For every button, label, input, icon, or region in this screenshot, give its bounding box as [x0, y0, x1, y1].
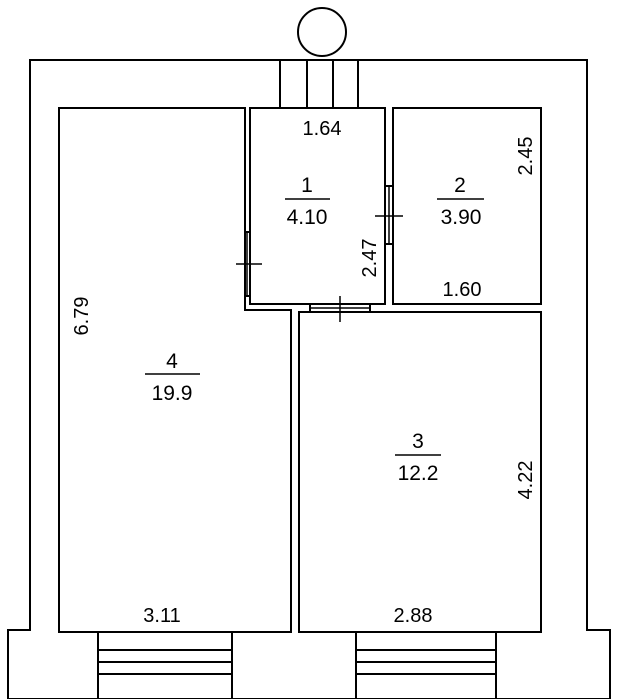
room-4-area: 19.9 [152, 382, 193, 405]
window-left [97, 631, 233, 699]
room-3-number: 3 [412, 430, 424, 453]
door-room1-room3 [309, 296, 371, 322]
room-1-height: 2.47 [359, 239, 381, 278]
room-4-number: 4 [166, 350, 178, 373]
room-1-width: 1.64 [303, 118, 342, 140]
room-2-area: 3.90 [441, 206, 482, 229]
room-3-height: 4.22 [515, 461, 537, 500]
room-1 [249, 107, 386, 305]
room-2-height: 2.45 [515, 137, 537, 176]
door-room1-room2 [375, 185, 403, 245]
window-right [355, 631, 497, 699]
room-1-area: 4.10 [287, 206, 328, 229]
room-3 [298, 311, 542, 633]
room-3-area: 12.2 [398, 462, 439, 485]
room-3-width: 2.88 [394, 605, 433, 627]
room-4-width: 3.11 [143, 605, 180, 627]
room-2 [392, 107, 542, 305]
room-4-height: 6.79 [71, 297, 93, 336]
ventilation-shaft-icon [297, 7, 347, 57]
room-2-width: 1.60 [443, 279, 482, 301]
room-1-number: 1 [301, 174, 313, 197]
room-2-number: 2 [454, 174, 466, 197]
door-room1-room4 [236, 231, 262, 297]
room-4 [58, 107, 292, 633]
